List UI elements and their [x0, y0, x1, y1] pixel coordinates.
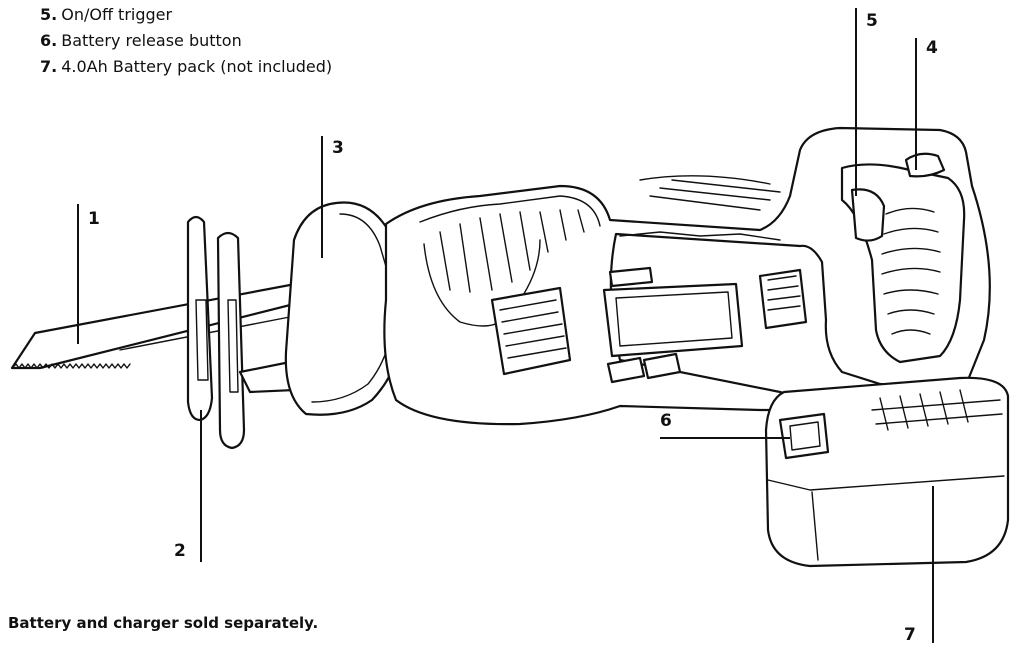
saw-blade [10, 280, 312, 370]
legend-number: 5. [40, 5, 58, 24]
callout-2: 2 [174, 541, 186, 561]
legend-label: On/Off trigger [61, 5, 173, 24]
main-housing [383, 126, 991, 426]
callout-3: 3 [332, 138, 344, 158]
callout-4: 4 [926, 38, 938, 58]
callout-1: 1 [88, 209, 100, 229]
legend-item-5: 5.On/Off trigger [40, 2, 332, 28]
legend-label: 4.0Ah Battery pack (not included) [61, 57, 333, 76]
footnote: Battery and charger sold separately. [8, 614, 319, 632]
callout-7: 7 [904, 625, 916, 645]
legend-number: 6. [40, 31, 58, 50]
parts-legend: 5.On/Off trigger 6.Battery release butto… [40, 2, 332, 80]
legend-item-7: 7.4.0Ah Battery pack (not included) [40, 54, 332, 80]
battery-pack [764, 376, 1010, 568]
legend-item-6: 6.Battery release button [40, 28, 332, 54]
callout-6: 6 [660, 411, 672, 431]
callout-5: 5 [866, 11, 878, 31]
legend-number: 7. [40, 57, 58, 76]
pivot-shoe [186, 215, 342, 450]
legend-label: Battery release button [61, 31, 242, 50]
